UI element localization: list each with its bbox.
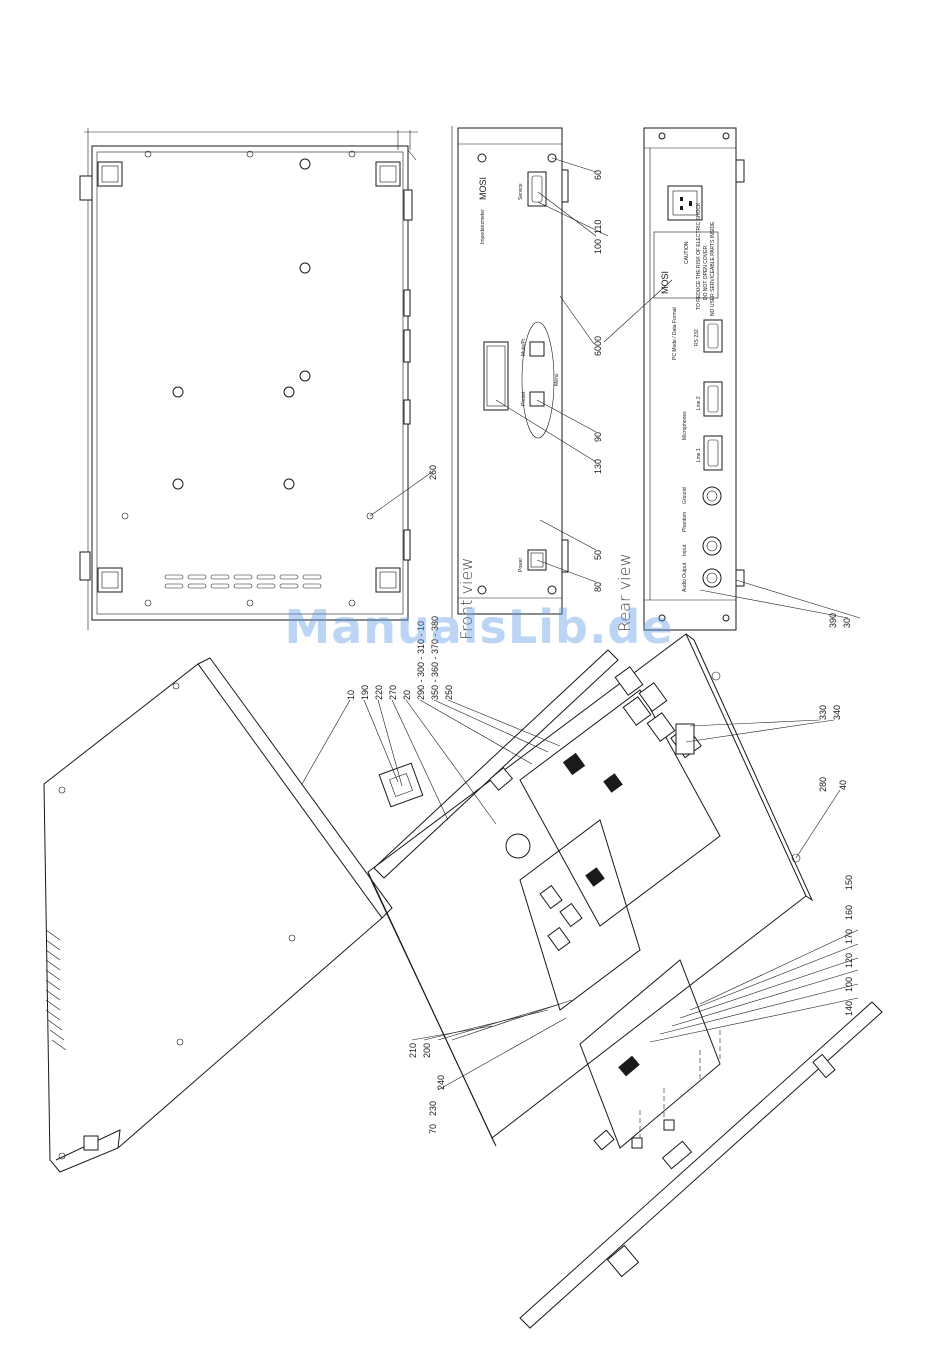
rear-audio-output: Audio Output: [682, 562, 688, 592]
rear-caution-line-2: DO NOT OPEN COVER: [703, 246, 709, 300]
front-service-label: Service: [518, 183, 524, 200]
front-model-label: Impedanzmeter: [480, 209, 486, 244]
rear-view: MOSI CAUTION TO REDUCE THE RISK OF ELECT…: [603, 127, 861, 632]
rear-view-label: Rear view: [615, 553, 634, 632]
callout-40: 40: [838, 780, 848, 790]
callout-330: 330: [818, 705, 828, 720]
rear-pc-mode: PC Mode / Data Format: [672, 307, 678, 360]
callout-20: 20: [402, 690, 412, 700]
callout-100b: 100: [844, 977, 854, 992]
rear-ground: Ground: [682, 487, 688, 504]
rear-microphones: Microphones: [682, 411, 688, 440]
rear-caution: CAUTION: [684, 241, 690, 264]
callout-210: 210: [408, 1043, 418, 1058]
callout-140: 140: [844, 1001, 854, 1016]
exploded-chassis: [367, 633, 883, 1329]
rear-line1: Line 1: [696, 448, 702, 462]
top-view: 260: [79, 128, 438, 630]
callout-190: 190: [360, 685, 370, 700]
callout-220: 220: [374, 685, 384, 700]
rear-phantom: Phantom: [682, 512, 688, 532]
rear-caution-line-1: TO REDUCE THE RISK OF ELECTRIC SHOCK: [696, 202, 702, 310]
rear-line2: Line 2: [696, 396, 702, 410]
callout-30: 30: [842, 618, 852, 628]
rear-input: Input: [682, 544, 688, 556]
callout-120: 120: [844, 953, 854, 968]
callout-170: 170: [844, 929, 854, 944]
callout-10: 10: [346, 690, 356, 700]
exploded-callouts: 10 190 220 270 20 290 - 300 - 310 - 10 3…: [301, 616, 859, 1134]
front-menu-label: Menu: [554, 373, 560, 386]
front-brand-logo: MOSI: [478, 177, 488, 200]
callout-250: 250: [444, 685, 454, 700]
callout-80: 80: [593, 582, 603, 592]
callout-90: 90: [593, 432, 603, 442]
callout-110: 110: [593, 220, 603, 234]
callout-270: 270: [388, 685, 398, 700]
callout-290-300-310-10: 290 - 300 - 310 - 10: [416, 621, 426, 700]
callout-340: 340: [832, 705, 842, 720]
rear-brand-logo: MOSI: [660, 271, 670, 294]
callout-150: 150: [844, 875, 854, 890]
callout-100: 100: [593, 239, 603, 254]
rear-caution-line-3: NO USER SERVICEABLE PARTS INSIDE: [710, 221, 716, 316]
front-mute-label: Mute/Pr.: [521, 337, 527, 356]
callout-200: 200: [422, 1043, 432, 1058]
callout-50: 50: [593, 550, 603, 560]
front-view-label: Front view: [457, 558, 476, 640]
callout-230: 230: [428, 1101, 438, 1116]
rear-rs232: RS 232: [694, 329, 700, 346]
exploded-cover: [43, 657, 393, 1173]
front-view: Service Mute/Pr. Preset Menu Power Imped…: [451, 126, 609, 640]
callout-260: 260: [428, 465, 438, 480]
callout-60: 60: [593, 170, 603, 180]
callout-350-360-370-380: 350 - 360 - 370 - 380: [430, 616, 440, 700]
front-power-label: Power: [518, 557, 524, 572]
callout-70: 70: [428, 1124, 438, 1134]
callout-160: 160: [844, 905, 854, 920]
callout-130: 130: [593, 459, 603, 474]
callout-6000: 6000: [593, 336, 603, 356]
front-preset-label: Preset: [521, 391, 527, 406]
callout-240: 240: [436, 1075, 446, 1090]
callout-390: 390: [828, 613, 838, 628]
callout-280: 280: [818, 777, 828, 792]
